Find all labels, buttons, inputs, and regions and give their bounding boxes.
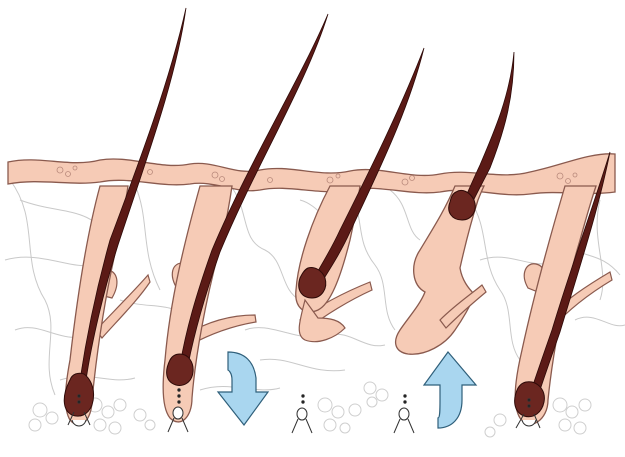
dermal-papilla — [292, 395, 312, 433]
hair-bulb — [167, 354, 193, 385]
ascending-arrow — [424, 352, 476, 428]
dermal-papilla — [394, 395, 414, 433]
descending-arrow — [218, 352, 268, 425]
follicle-stage-catagen — [292, 48, 424, 433]
